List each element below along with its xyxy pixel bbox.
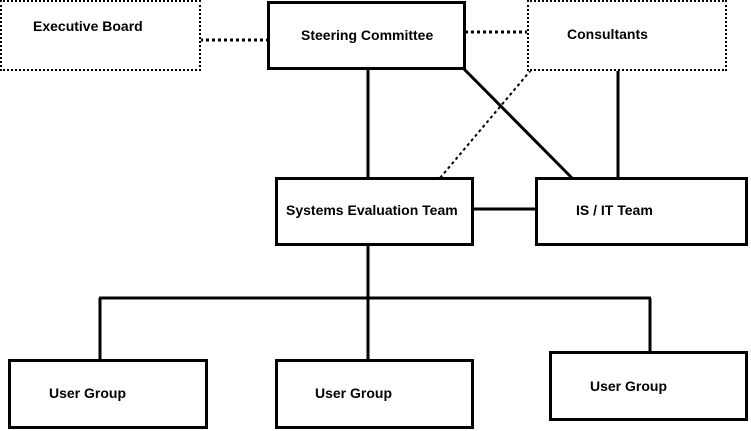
node-label: Consultants [567,26,648,42]
edge-steering-committee-is-it-team [461,66,574,180]
node-user-group-3: User Group [549,351,748,421]
node-executive-board: Executive Board [0,0,201,71]
node-label: User Group [315,385,393,401]
node-steering-committee: Steering Committee [267,1,466,70]
node-consultants: Consultants [527,0,727,71]
node-label: User Group [49,385,127,401]
node-label: Systems Evaluation Team [286,202,458,218]
node-systems-evaluation-team: Systems Evaluation Team [275,177,474,246]
node-label: User Group [590,378,668,394]
node-user-group-1: User Group [8,359,208,429]
node-label: IS / IT Team [576,202,653,218]
node-user-group-2: User Group [275,359,474,429]
node-is-it-team: IS / IT Team [535,177,748,246]
node-label: Steering Committee [301,27,434,43]
node-label: Executive Board [33,18,143,34]
